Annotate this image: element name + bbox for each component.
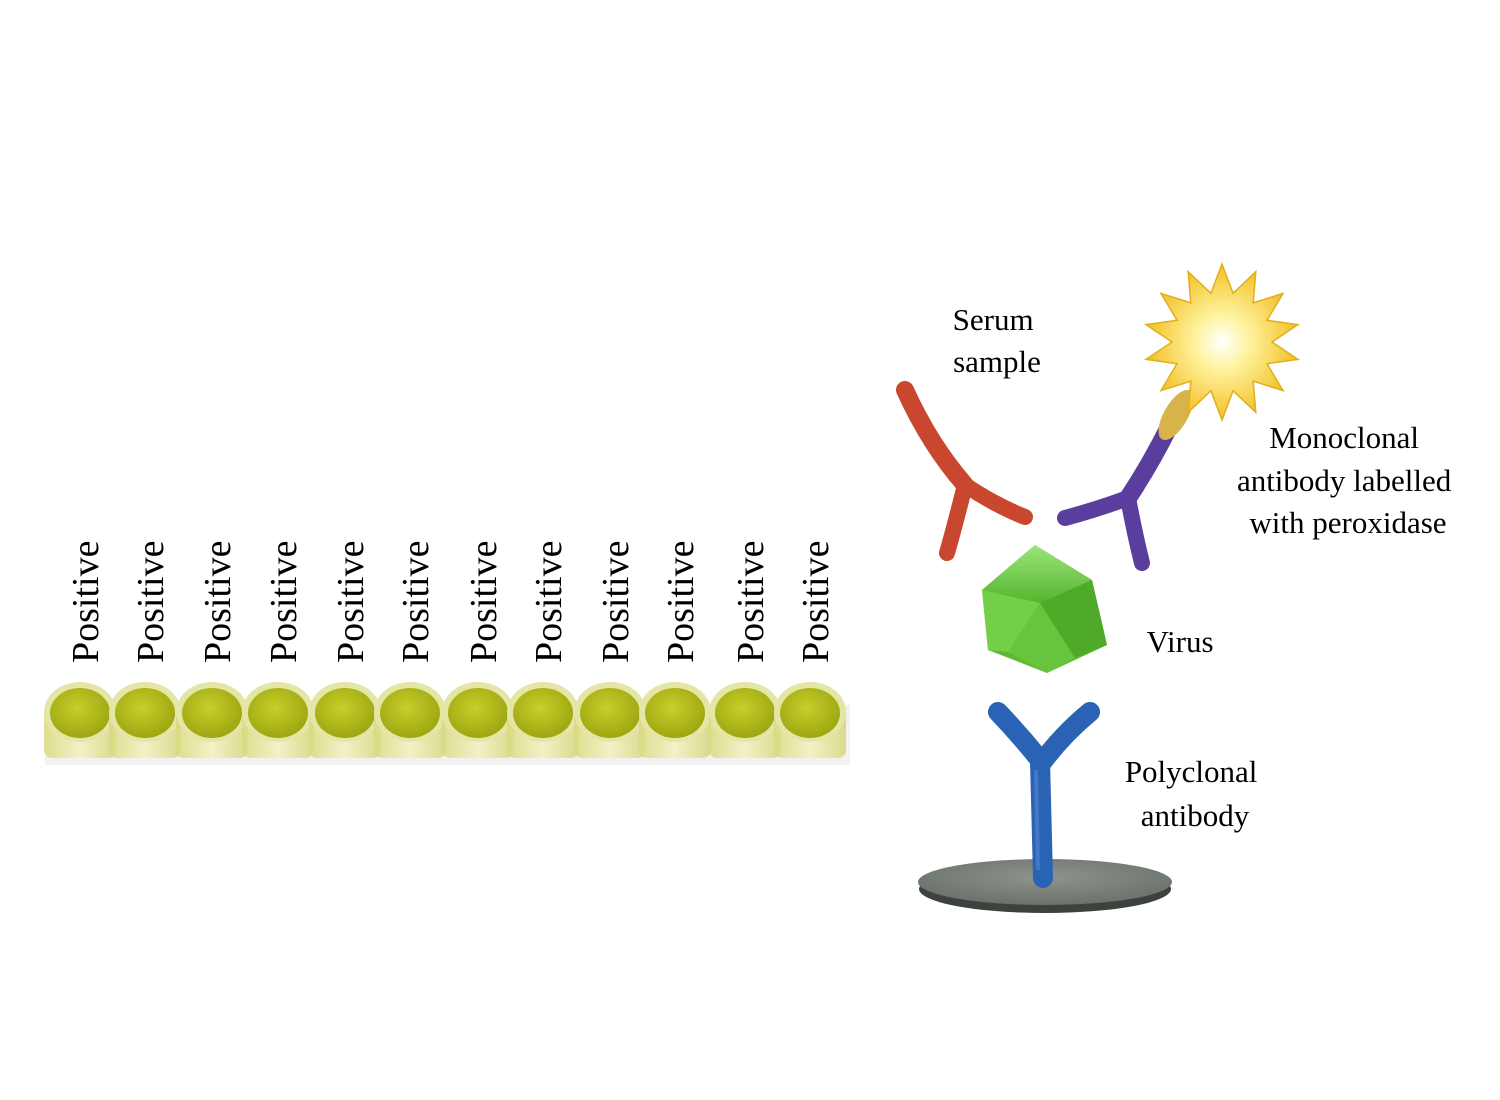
well-liquid bbox=[182, 688, 242, 738]
monoclonal-line2: antibody labelled bbox=[1237, 463, 1452, 498]
well-liquid bbox=[380, 688, 440, 738]
well-liquid bbox=[248, 688, 308, 738]
well-liquid bbox=[645, 688, 705, 738]
well-result-label: Positive bbox=[660, 541, 702, 663]
well-result-label: Positive bbox=[730, 541, 772, 663]
well-result-label: Positive bbox=[330, 541, 372, 663]
well-liquid bbox=[715, 688, 775, 738]
monoclonal-line1: Monoclonal bbox=[1269, 420, 1419, 455]
well-liquid bbox=[315, 688, 375, 738]
well-result-label: Positive bbox=[197, 541, 239, 663]
peroxidase-star bbox=[1143, 261, 1301, 423]
polyclonal-label: Polyclonal antibody bbox=[1125, 754, 1265, 833]
well bbox=[44, 682, 116, 758]
well-liquid bbox=[513, 688, 573, 738]
well bbox=[309, 682, 381, 758]
polyclonal-line2: antibody bbox=[1141, 798, 1250, 833]
well bbox=[774, 682, 846, 758]
virus-shape bbox=[982, 545, 1107, 673]
monoclonal-antibody-shape bbox=[1057, 390, 1194, 571]
well-result-label: Positive bbox=[528, 541, 570, 663]
well bbox=[109, 682, 181, 758]
well bbox=[242, 682, 314, 758]
well-liquid bbox=[580, 688, 640, 738]
polyclonal-line1: Polyclonal bbox=[1125, 754, 1258, 789]
peroxidase-enzyme-shape bbox=[1143, 261, 1301, 423]
serum-antibody-shape bbox=[896, 381, 1033, 561]
well-result-label: Positive bbox=[595, 541, 637, 663]
monoclonal-line3: with peroxidase bbox=[1249, 505, 1446, 540]
well-result-label: Positive bbox=[65, 541, 107, 663]
well bbox=[442, 682, 514, 758]
well bbox=[639, 682, 711, 758]
monoclonal-label: Monoclonal antibody labelled with peroxi… bbox=[1237, 420, 1459, 540]
well bbox=[709, 682, 781, 758]
well bbox=[374, 682, 446, 758]
sandwich-elisa-diagram bbox=[896, 261, 1301, 913]
well-result-label: Positive bbox=[130, 541, 172, 663]
serum-sample-label: Serum sample bbox=[953, 302, 1042, 379]
serum-sample-line1: Serum bbox=[953, 302, 1034, 337]
well bbox=[176, 682, 248, 758]
well-liquid bbox=[115, 688, 175, 738]
polyclonal-antibody-shape bbox=[988, 702, 1100, 888]
well-liquid bbox=[50, 688, 110, 738]
well-result-label: Positive bbox=[795, 541, 837, 663]
virus-label: Virus bbox=[1146, 624, 1213, 659]
well-liquid bbox=[448, 688, 508, 738]
well bbox=[507, 682, 579, 758]
well-liquid bbox=[780, 688, 840, 738]
well-result-label: Positive bbox=[263, 541, 305, 663]
serum-sample-line2: sample bbox=[953, 344, 1041, 379]
well bbox=[574, 682, 646, 758]
well-result-label: Positive bbox=[463, 541, 505, 663]
microplate-strip bbox=[44, 682, 850, 765]
well-result-label: Positive bbox=[395, 541, 437, 663]
